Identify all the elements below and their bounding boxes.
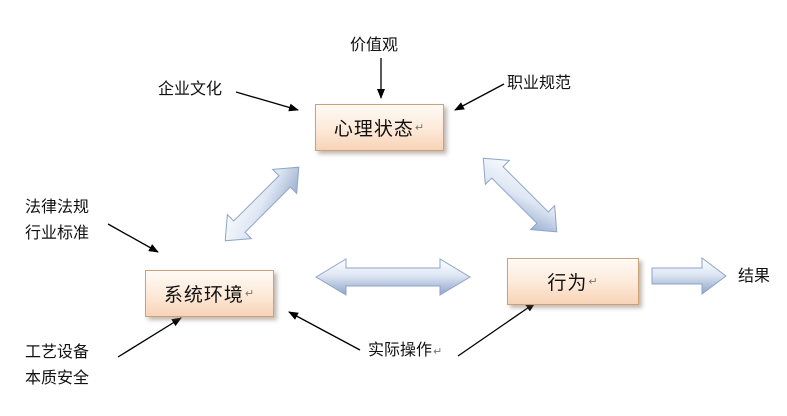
arrow-equipment-to-system: [117, 317, 182, 358]
label-laws-regulations: 法律法规: [25, 197, 90, 216]
arrow-culture-to-psychology: [235, 91, 299, 112]
label-result: 结果: [738, 266, 771, 285]
psychological-state-box: 心理状态↵: [315, 104, 444, 151]
behavior-label: 行为: [547, 272, 588, 294]
arrow-norms-to-psychology: [454, 83, 505, 111]
behavior-box: 行为↵: [507, 258, 639, 305]
system-environment-label: 系统环境: [163, 284, 244, 306]
block-arrow-behavior-result: [651, 257, 727, 295]
paragraph-mark-icon: ↵: [433, 345, 443, 358]
system-environment-box: 系统环境↵: [145, 270, 274, 317]
arrow-practice-to-system: [288, 311, 361, 351]
label-process-equipment: 工艺设备: [25, 342, 90, 361]
label-corporate-culture: 企业文化: [158, 79, 223, 98]
label-professional-norms: 职业规范: [507, 73, 572, 92]
psychological-state-label: 心理状态: [333, 118, 414, 140]
label-actual-operation: 实际操作↵: [368, 340, 443, 359]
block-arrow-system-psychology: [224, 166, 300, 242]
block-arrow-psychology-behavior: [482, 157, 558, 233]
label-intrinsic-safety: 本质安全: [25, 368, 90, 387]
arrow-practice-to-behavior: [457, 302, 536, 357]
paragraph-mark-icon: ↵: [414, 121, 426, 134]
paragraph-mark-icon: ↵: [244, 287, 256, 300]
block-arrow-system-behavior: [315, 258, 471, 296]
paragraph-mark-icon: ↵: [588, 275, 599, 288]
arrow-laws-to-system: [107, 223, 159, 253]
label-values: 价值观: [350, 35, 399, 54]
label-industry-standards: 行业标准: [25, 223, 90, 242]
